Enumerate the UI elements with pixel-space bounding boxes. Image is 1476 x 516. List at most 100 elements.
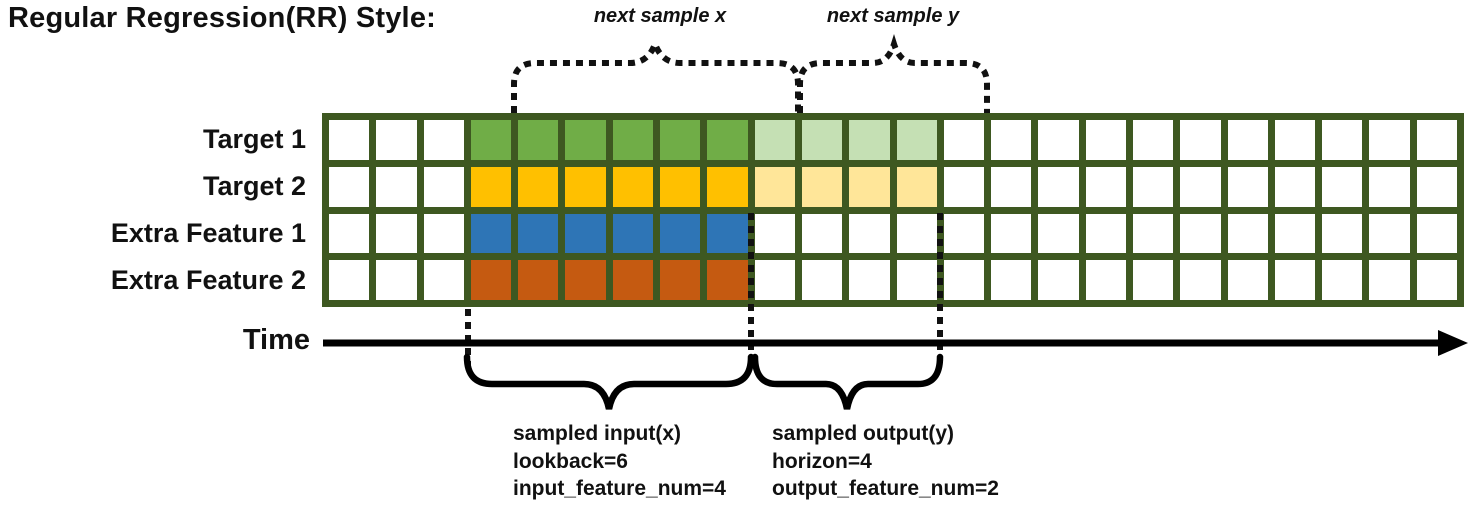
grid-cell [707,166,748,207]
grid-cell [991,213,1032,254]
grid-cell [1038,166,1079,207]
grid-cell [754,120,795,160]
row-label-target-1: Target 1 [202,124,306,154]
grid-cell [470,213,512,254]
sampled-input-brace [463,353,755,410]
grid-cell [1085,213,1126,254]
grid-cell [1369,260,1410,300]
row-label-extra-feature-2: Extra Feature 2 [110,265,306,295]
grid-cell [1369,120,1410,160]
grid-cell [329,260,370,300]
grid-cell [470,260,512,300]
grid-cell [896,166,937,207]
grid-cell [1132,120,1174,160]
grid-cell [423,166,464,207]
grid-cell [1322,213,1363,254]
next-sample-y-label: next sample y [826,5,960,27]
grid-cell [423,120,464,160]
grid-cell [849,213,890,254]
grid-cell [707,213,748,254]
grid-cell [1227,166,1268,207]
grid-cell [1085,120,1126,160]
grid-cell [565,213,606,254]
sampled-output-info: sampled output(y) horizon=4 output_featu… [772,420,999,503]
grid-cell [1274,120,1316,160]
grid-cell [991,120,1032,160]
grid-cell [470,120,512,160]
grid-cell [423,260,464,300]
grid-cell [1085,166,1126,207]
sampled-input-line-2: lookback=6 [513,449,628,473]
grid-cell [801,166,843,207]
time-axis-label: Time [242,324,310,356]
grid-cell [1085,260,1126,300]
next-sample-x-label: next sample x [593,5,727,27]
grid-cell [943,213,985,254]
sampled-input-line-1: sampled input(x) [513,422,682,445]
row-label-target-2: Target 2 [202,171,306,201]
grid-cell [1274,166,1316,207]
grid-cell [754,260,795,300]
grid-cell [801,260,843,300]
grid-cell [376,166,417,207]
grid-cell [470,166,512,207]
grid-cell [943,166,985,207]
grid-cell [1274,260,1316,300]
grid-cell [754,166,795,207]
sampled-input-info: sampled input(x) lookback=6 input_featur… [513,420,726,503]
grid-cell [1038,260,1079,300]
grid-cell [329,120,370,160]
next-sample-x-brace [511,35,801,113]
grid-cell [896,120,937,160]
grid-cell [376,213,417,254]
grid-cell [329,213,370,254]
grid-cell [1416,213,1457,254]
sampled-output-line-1: sampled output(y) [772,422,954,445]
grid-cell [801,120,843,160]
grid-cell [707,120,748,160]
grid-cell [1369,213,1410,254]
grid-cell [1369,166,1410,207]
grid-cell [612,120,654,160]
grid-cell [660,166,701,207]
grid-cell [707,260,748,300]
grid-cell [1132,166,1174,207]
grid-cell [1227,213,1268,254]
grid-cell [896,260,937,300]
grid-cell [612,260,654,300]
grid-cell [754,213,795,254]
grid-cell [896,213,937,254]
sampled-output-line-3: output_feature_num=2 [772,477,999,500]
grid-cell [1322,120,1363,160]
grid-cell [376,120,417,160]
grid-cell [849,260,890,300]
grid-cell [329,166,370,207]
grid-cell [849,120,890,160]
time-axis-arrow-head [1438,330,1468,356]
grid-cell [1274,213,1316,254]
grid-cell [565,260,606,300]
grid-cell [660,120,701,160]
grid-cell [423,213,464,254]
sampled-output-line-2: horizon=4 [772,449,872,473]
grid-cell [1227,260,1268,300]
grid-cell [943,260,985,300]
sampled-output-brace [751,353,944,410]
grid-cell [660,213,701,254]
grid-cell [1416,120,1457,160]
grid-cell [518,120,559,160]
grid-cell [1132,213,1174,254]
grid-cell [660,260,701,300]
grid-cell [1038,213,1079,254]
grid-cell [1180,213,1221,254]
grid-cell [612,166,654,207]
grid-cell [1132,260,1174,300]
grid-cell [991,260,1032,300]
grid-cell [1322,166,1363,207]
grid-cell [1180,260,1221,300]
grid-cell [943,120,985,160]
next-sample-y-brace [797,34,990,113]
grid-cell [565,120,606,160]
grid-cell [518,166,559,207]
